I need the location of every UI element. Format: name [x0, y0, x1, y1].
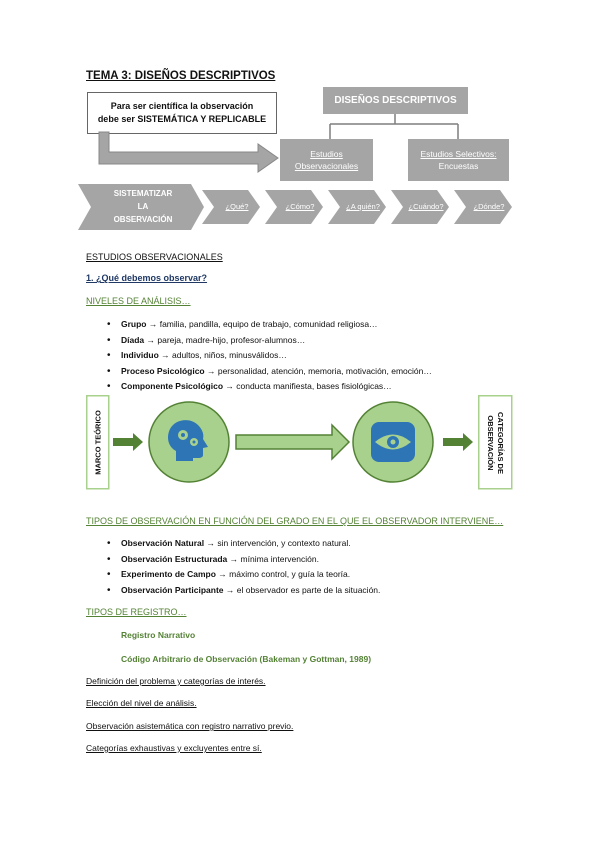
list-item: Observación Participante → el observador… [107, 583, 507, 599]
registro-narrativo: Registro Narrativo [121, 630, 196, 640]
list-item: Observación Estructurada → mínima interv… [107, 552, 507, 568]
intro-box: Para ser científica la observación debe … [87, 92, 277, 134]
categorias-label: CATEGORÍAS DE OBSERVACIÓN [486, 412, 505, 474]
list-item: Individuo → adultos, niños, minusválidos… [107, 348, 507, 364]
big-arrow-icon [235, 423, 351, 461]
branch-observational-line2: Observacionales [294, 161, 359, 171]
tree-connector [329, 114, 459, 140]
arrow-right-icon [113, 433, 143, 451]
chevron-main-line1: SISTEMATIZAR [113, 189, 173, 198]
branch-selective: Estudios Selectivos: Encuestas [408, 139, 509, 181]
list-item: Observación Natural → sin intervención, … [107, 536, 507, 552]
obs-heading: TIPOS DE OBSERVACIÓN EN FUNCIÓN DEL GRAD… [86, 516, 504, 526]
list-item: Grupo → familia, pandilla, equipo de tra… [107, 317, 507, 333]
branch-observational: Estudios Observacionales [280, 139, 373, 181]
chevron-how-label: ¿Cómo? [285, 202, 315, 211]
chevron-whom-label: ¿A quién? [346, 202, 380, 211]
registro-heading: TIPOS DE REGISTRO… [86, 607, 187, 617]
levels-list: Grupo → familia, pandilla, equipo de tra… [107, 317, 507, 395]
list-item: Proceso Psicológico → personalidad, aten… [107, 364, 507, 380]
chevron-main-line3: OBSERVACIÓN [113, 215, 173, 224]
chevron-how [265, 190, 323, 224]
categorias-box [478, 395, 513, 490]
arrow-right-icon [443, 433, 473, 451]
chevron-what-label: ¿Qué? [225, 202, 249, 211]
marco-label: MARCO TEÓRICO [93, 410, 103, 475]
list-item: Experimento de Campo → máximo control, y… [107, 567, 507, 583]
branch-selective-line2: Encuestas [438, 161, 479, 171]
chevron-when [391, 190, 449, 224]
chevron-when-label: ¿Cuándo? [408, 202, 444, 211]
step-2: Elección del nivel de análisis. [86, 698, 197, 708]
chevron-row [78, 184, 512, 230]
intro-line-2: debe ser SISTEMÁTICA Y REPLICABLE [97, 114, 267, 124]
list-item: Componente Psicológico → conducta manifi… [107, 379, 507, 395]
chevron-main [78, 184, 204, 230]
chevron-what [202, 190, 260, 224]
eye-icon [371, 422, 415, 462]
designs-box: DISEÑOS DESCRIPTIVOS [323, 87, 468, 114]
question-heading: 1. ¿Qué debemos observar? [86, 273, 208, 283]
page-title: TEMA 3: DISEÑOS DESCRIPTIVOS [86, 70, 276, 82]
list-item: Díada → pareja, madre-hijo, profesor-alu… [107, 333, 507, 349]
brain-gears-icon [168, 420, 208, 461]
bent-arrow-icon [98, 131, 279, 173]
marco-box [86, 395, 110, 490]
levels-heading: NIVELES DE ANÁLISIS… [86, 296, 191, 306]
step-3: Observación asistemática con registro na… [86, 721, 294, 731]
intro-line-1: Para ser científica la observación [110, 101, 254, 111]
branch-selective-line1: Estudios Selectivos: [420, 149, 497, 159]
registro-codigo: Código Arbitrario de Observación (Bakema… [121, 654, 372, 664]
chevron-main-line2: LA [137, 202, 149, 211]
step-4: Categorías exhaustivas y excluyentes ent… [86, 743, 262, 753]
chevron-main-label: SISTEMATIZAR LA OBSERVACIÓN [97, 187, 189, 226]
step-1: Definición del problema y categorías de … [86, 676, 266, 686]
obs-list: Observación Natural → sin intervención, … [107, 536, 507, 598]
chevron-where [454, 190, 512, 224]
chevron-where-label: ¿Dónde? [473, 202, 505, 211]
branch-observational-line1: Estudios [310, 149, 343, 159]
flow-diagram [86, 395, 513, 490]
section-title: ESTUDIOS OBSERVACIONALES [86, 252, 223, 262]
chevron-whom [328, 190, 386, 224]
